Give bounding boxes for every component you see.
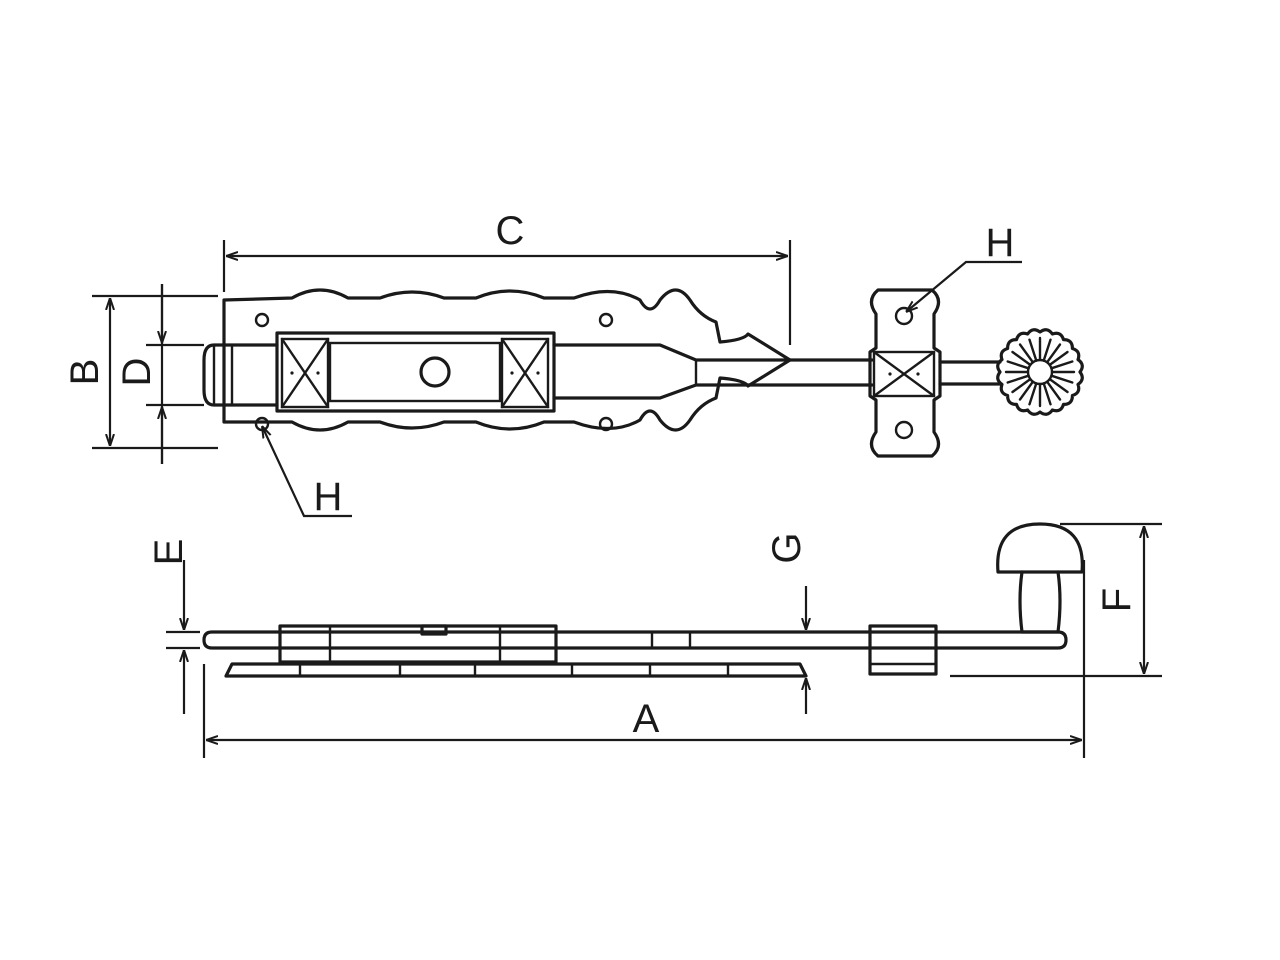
rod-profile (202, 630, 1068, 650)
fluted-knob (996, 328, 1084, 416)
knob-pin-profile (420, 624, 448, 636)
bolt-rod-right (552, 343, 874, 362)
knob-stem-profile (1018, 570, 1062, 634)
keeper-cross-b (872, 350, 936, 398)
label-g: G (765, 532, 809, 563)
rivet-dot (510, 371, 514, 375)
label-c: C (496, 209, 525, 253)
knob-flute-line (1042, 382, 1052, 406)
knob-flute-line (1028, 382, 1038, 406)
label-h-top: H (986, 221, 1015, 265)
dimension-labels: C H H A B D E G F (63, 209, 1139, 741)
knob-flute-line (1011, 350, 1032, 367)
rivet-dot (316, 371, 320, 375)
knob-flute-line (1042, 338, 1052, 362)
keeper-outline (868, 288, 942, 458)
knob-flute-line (1050, 374, 1074, 384)
knob-flute-line (1050, 360, 1074, 370)
knob-flute-line (1048, 350, 1069, 367)
knob-pin-hole (419, 356, 451, 388)
rivet-cross-left-b (280, 337, 330, 409)
knob-flute-line (1045, 380, 1062, 401)
h-leader-bottom (262, 426, 352, 518)
rivet-dot (916, 372, 920, 376)
label-b: B (63, 359, 107, 386)
label-f: F (1095, 588, 1139, 612)
knob-flute-line (1006, 374, 1030, 384)
keeper-hole-bottom (894, 420, 914, 440)
label-e: E (147, 539, 191, 566)
front-view (202, 288, 1084, 458)
rivet-dot (290, 371, 294, 375)
knob-flute-line (1045, 343, 1062, 364)
rivet-cross-right-b (500, 337, 550, 409)
knob-flute-line (1006, 360, 1030, 370)
dimension-lines (92, 240, 1162, 758)
label-h-bottom: H (314, 475, 343, 519)
knob-flute-line (1048, 377, 1069, 394)
label-a: A (633, 697, 660, 741)
rivet-box-left (280, 337, 330, 409)
knob-head-profile (996, 522, 1084, 574)
rivet-dots (290, 371, 920, 376)
rivet-box-right (500, 337, 550, 409)
knob-flute-line (1011, 377, 1032, 394)
plate-hole-top-left (254, 312, 270, 328)
base-plate-profile (224, 662, 808, 678)
h-leader-top (906, 260, 1022, 312)
bolt-rod-right-lower (552, 383, 874, 400)
rivet-dot (536, 371, 540, 375)
label-d: D (115, 358, 159, 387)
keeper-profile (868, 624, 938, 676)
rivet-dot (888, 372, 892, 376)
back-plate-outline (222, 288, 792, 432)
guide-housing (275, 331, 556, 413)
knob-center (1026, 358, 1054, 386)
plate-hole-bottom-right (598, 416, 614, 432)
knob-flute-line (1018, 380, 1035, 401)
knob-flute-line (1018, 343, 1035, 364)
side-view (202, 522, 1084, 678)
knob-scalloped-rim (996, 328, 1084, 416)
guide-profile (278, 624, 558, 664)
plate-hole-top-right (598, 312, 614, 328)
knob-flute-line (1028, 338, 1038, 362)
keeper-cross-box (872, 350, 936, 398)
guide-slot (328, 341, 502, 403)
bolt-rod-left-end (202, 343, 279, 407)
